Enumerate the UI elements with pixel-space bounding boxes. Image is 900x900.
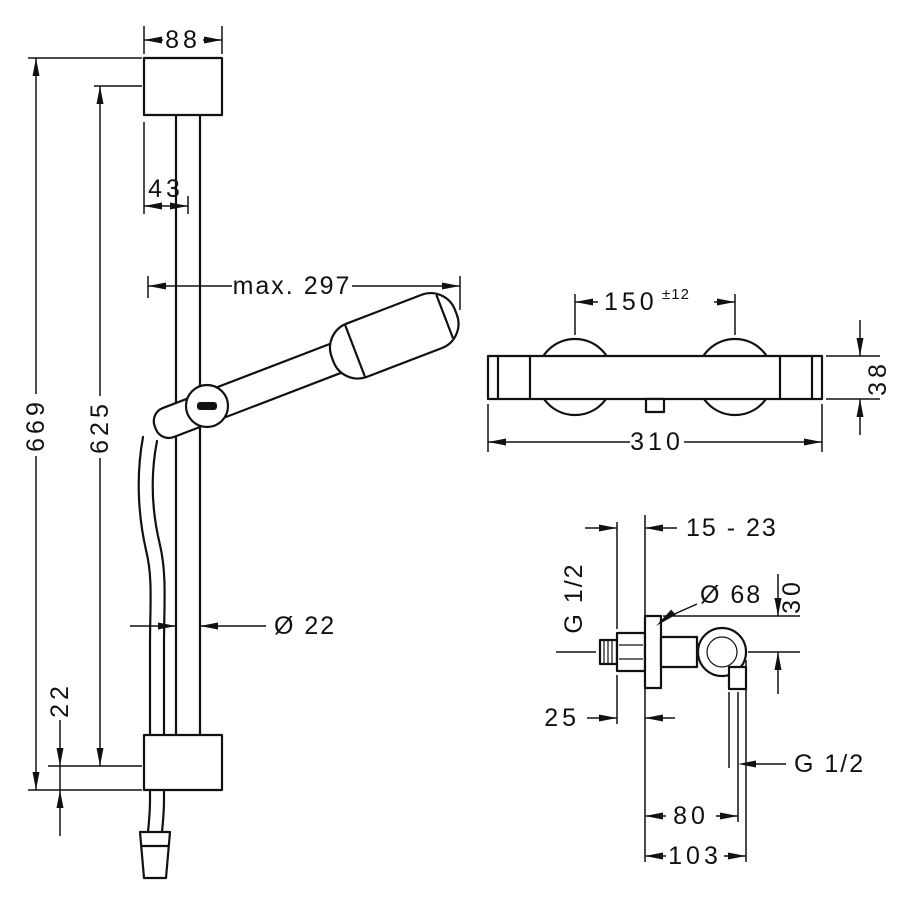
inlet-nipple: [598, 638, 619, 666]
dim-outlet-distance-label: 80: [673, 802, 709, 830]
dim-vertical-offset-label: 30: [778, 578, 806, 614]
dim-wall-distance-label: 15 - 23: [686, 514, 778, 542]
shower-hose: [137, 435, 166, 834]
mixer-front-view: [486, 337, 824, 417]
dim-bottom-offset: 22: [46, 682, 74, 836]
dim-overall-depth: 103: [645, 660, 747, 870]
dim-overall-width-label: 310: [630, 428, 684, 456]
dim-inlet-depth: 25: [544, 675, 675, 732]
hand-shower-handle: [152, 340, 354, 440]
hose-connector: [138, 830, 172, 880]
dim-bottom-offset-label: 22: [46, 682, 74, 718]
mixer-body: [486, 354, 824, 401]
dim-bar-length: 625: [48, 85, 142, 767]
mixer-side-view: [598, 515, 748, 862]
dim-overall-depth-label: 103: [668, 842, 722, 870]
control-knob-side: [696, 626, 748, 678]
hand-shower-head: [328, 292, 460, 380]
dim-body-height: 38: [826, 320, 892, 435]
dim-inlet-depth-label: 25: [544, 704, 580, 732]
dim-overall-height-label: 669: [22, 398, 50, 452]
dim-connection-distance: 150 ±12: [574, 286, 736, 335]
dim-max-reach-label: max. 297: [233, 272, 352, 300]
dim-vertical-offset: 30: [663, 574, 806, 694]
shower-rail-view: [137, 56, 460, 880]
valve-body-side: [659, 635, 699, 669]
hand-shower: [152, 292, 460, 440]
dim-inlet-thread-label: G 1/2: [560, 562, 588, 633]
shower-outlet-side: [727, 665, 748, 691]
control-knob-inner: [706, 636, 738, 668]
dim-top-offset-label: 43: [148, 175, 184, 203]
dim-outlet-thread-label: G 1/2: [794, 750, 865, 778]
slider-holder: [184, 383, 230, 429]
escutcheon-side: [643, 614, 663, 690]
dim-bar-length-label: 625: [86, 400, 114, 454]
bottom-bracket: [142, 733, 224, 792]
dim-bar-diameter: Ø 22: [130, 612, 336, 640]
slider-button: [197, 402, 217, 410]
bottom-outlet-front: [644, 397, 666, 414]
dim-max-reach: max. 297: [147, 272, 461, 310]
dim-escutcheon-diameter-label: Ø 68: [700, 581, 762, 609]
dim-connection-distance-label: 150: [604, 288, 658, 316]
union-nut: [615, 631, 647, 673]
dim-inlet-thread: G 1/2: [556, 562, 596, 653]
dim-bracket-width-label: 88: [165, 26, 201, 54]
dim-body-height-label: 38: [864, 360, 892, 396]
dim-outlet-thread: G 1/2: [728, 692, 865, 822]
dim-escutcheon-diameter: Ø 68: [656, 581, 762, 626]
dim-bar-diameter-label: Ø 22: [274, 612, 336, 640]
dim-outlet-distance: 80: [645, 802, 738, 830]
dim-overall-width: 310: [487, 404, 823, 456]
dim-top-offset: 43: [143, 122, 189, 214]
dim-overall-height: 669: [22, 57, 142, 791]
dim-bracket-width: 88: [143, 26, 223, 54]
dim-wall-distance: 15 - 23: [585, 514, 778, 629]
dim-connection-tolerance-label: ±12: [662, 286, 690, 303]
top-bracket: [142, 56, 224, 117]
